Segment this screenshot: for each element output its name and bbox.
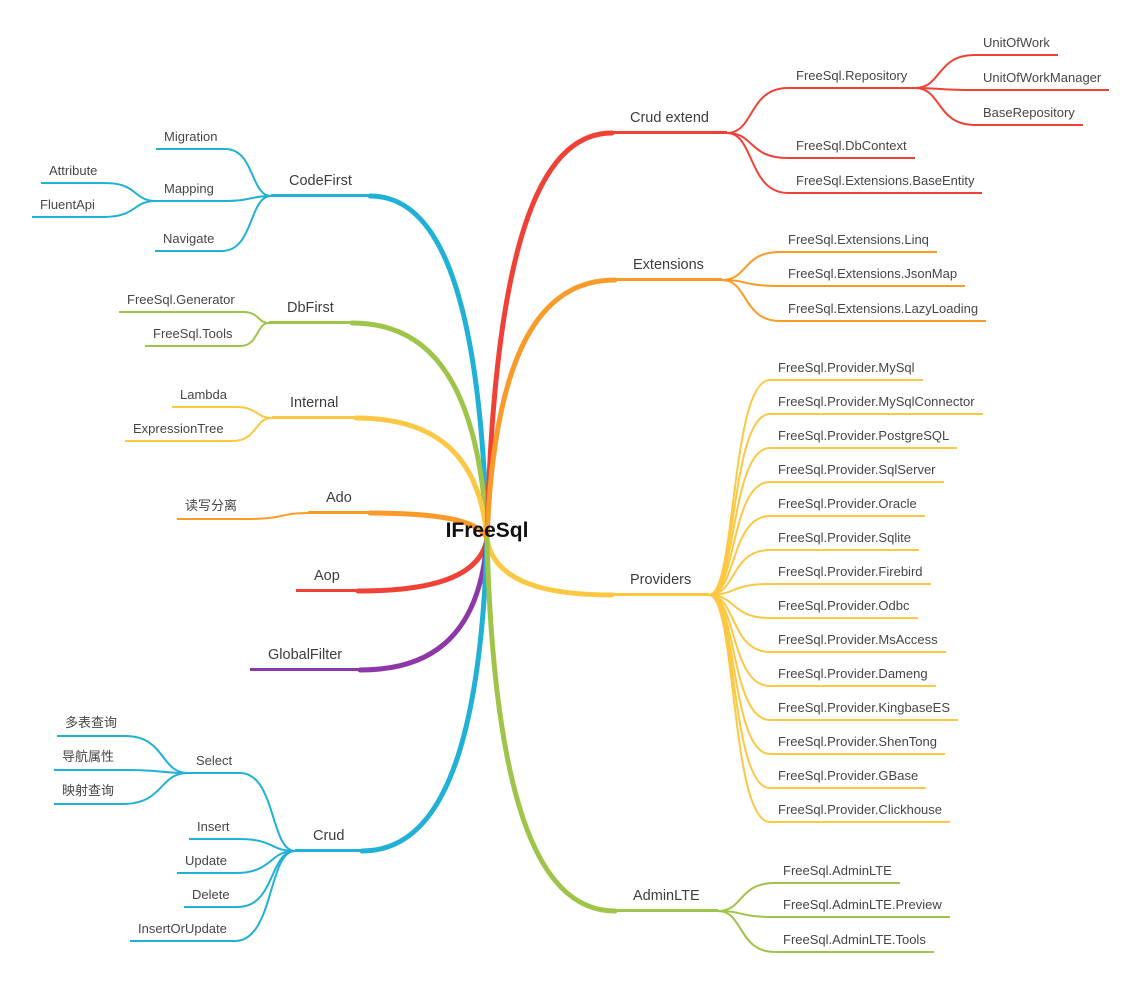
node-freesql-provider-kingbasees[interactable]: FreeSql.Provider.KingbaseES	[770, 698, 958, 721]
node-extensions[interactable]: Extensions	[615, 255, 722, 281]
node-freesql-adminlte-preview[interactable]: FreeSql.AdminLTE.Preview	[775, 895, 950, 918]
node-dbfirst[interactable]: DbFirst	[269, 298, 352, 324]
node-freesql-tools[interactable]: FreeSql.Tools	[145, 324, 241, 347]
node-映射查询[interactable]: 映射查询	[54, 778, 123, 805]
connector-edge	[353, 415, 490, 542]
node-freesql-dbcontext[interactable]: FreeSql.DbContext	[788, 136, 915, 159]
node-freesql-provider-msaccess[interactable]: FreeSql.Provider.MsAccess	[770, 630, 946, 653]
connector-edge	[355, 536, 490, 594]
connector-edge	[484, 130, 615, 542]
connector-edge	[484, 536, 618, 914]
connector-edge	[484, 277, 618, 542]
node-mapping[interactable]: Mapping	[156, 179, 222, 202]
node-adminlte[interactable]: AdminLTE	[615, 886, 718, 912]
node-freesql-adminlte[interactable]: FreeSql.AdminLTE	[775, 861, 900, 884]
connector-edge	[708, 549, 771, 596]
node-attribute[interactable]: Attribute	[41, 161, 106, 184]
node-aop[interactable]: Aop	[296, 566, 358, 592]
connector-edge	[234, 406, 273, 419]
node-freesql-provider-sqlserver[interactable]: FreeSql.Provider.SqlServer	[770, 460, 944, 483]
node-freesql-provider-postgresql[interactable]: FreeSql.Provider.PostgreSQL	[770, 426, 958, 449]
node-freesql-provider-firebird[interactable]: FreeSql.Provider.Firebird	[770, 562, 931, 585]
connector-edge	[121, 772, 189, 805]
node-freesql-provider-gbase[interactable]: FreeSql.Provider.GBase	[770, 766, 927, 789]
node-freesql-extensions-linq[interactable]: FreeSql.Extensions.Linq	[780, 230, 937, 253]
node-freesql-extensions-lazyloading[interactable]: FreeSql.Extensions.LazyLoading	[780, 299, 987, 322]
connector-edge	[102, 200, 157, 218]
node-navigate[interactable]: Navigate	[155, 229, 223, 252]
connector-edge	[234, 850, 296, 874]
connector-edge	[104, 182, 157, 202]
connector-edge	[242, 311, 270, 324]
connector-edge	[367, 510, 490, 542]
node-freesql-adminlte-tools[interactable]: FreeSql.AdminLTE.Tools	[775, 930, 934, 953]
root-node-ifreesql[interactable]: IFreeSql	[445, 519, 529, 542]
node-freesql-generator[interactable]: FreeSql.Generator	[119, 290, 243, 313]
connector-edge	[367, 193, 490, 542]
connector-edge	[708, 594, 771, 789]
node-freesql-provider-dameng[interactable]: FreeSql.Provider.Dameng	[770, 664, 936, 687]
node-update[interactable]: Update	[177, 851, 235, 874]
node-codefirst[interactable]: CodeFirst	[271, 171, 370, 197]
node-多表查询[interactable]: 多表查询	[57, 710, 126, 737]
connector-edge	[234, 850, 296, 942]
connector-edge	[914, 54, 976, 89]
connector-edge	[224, 148, 272, 197]
connector-edge	[914, 87, 976, 126]
node-baserepository[interactable]: BaseRepository	[975, 103, 1083, 126]
node-freesql-repository[interactable]: FreeSql.Repository	[788, 66, 916, 89]
node-freesql-provider-mysqlconnector[interactable]: FreeSql.Provider.MySqlConnector	[770, 392, 983, 415]
node-insertorupdate[interactable]: InsertOrUpdate	[130, 919, 235, 942]
node-fluentapi[interactable]: FluentApi	[32, 195, 103, 218]
connector-edge	[239, 772, 296, 852]
node-freesql-provider-clickhouse[interactable]: FreeSql.Provider.Clickhouse	[770, 800, 951, 823]
connector-edge	[237, 838, 296, 852]
node-globalfilter[interactable]: GlobalFilter	[250, 645, 361, 671]
connector-edge	[721, 279, 781, 322]
connector-edge	[708, 515, 771, 596]
node-读写分离[interactable]: 读写分离	[177, 493, 246, 520]
node-freesql-extensions-jsonmap[interactable]: FreeSql.Extensions.JsonMap	[780, 264, 966, 287]
connector-edge	[237, 850, 296, 908]
connector-edge	[484, 536, 615, 598]
connector-edge	[708, 481, 771, 596]
node-freesql-provider-oracle[interactable]: FreeSql.Provider.Oracle	[770, 494, 925, 517]
node-freesql-provider-mysql[interactable]: FreeSql.Provider.MySql	[770, 358, 923, 381]
node-crud[interactable]: Crud	[295, 826, 363, 852]
connector-edge	[708, 594, 771, 823]
connector-edge	[721, 251, 781, 281]
node-unitofwork[interactable]: UnitOfWork	[975, 33, 1058, 56]
connector-edge	[231, 417, 273, 442]
node-expressiontree[interactable]: ExpressionTree	[125, 419, 232, 442]
connector-edge	[717, 910, 776, 953]
connector-edge	[239, 322, 270, 347]
node-delete[interactable]: Delete	[184, 885, 238, 908]
node-freesql-provider-shentong[interactable]: FreeSql.Provider.ShenTong	[770, 732, 945, 755]
connector-edge	[359, 536, 490, 854]
node-freesql-extensions-baseentity[interactable]: FreeSql.Extensions.BaseEntity	[788, 171, 983, 194]
connector-edge	[708, 413, 771, 596]
connector-edge	[244, 512, 309, 520]
connector-edge	[726, 132, 789, 194]
node-migration[interactable]: Migration	[156, 127, 226, 150]
connector-edge	[717, 882, 776, 912]
node-导航属性[interactable]: 导航属性	[54, 744, 123, 771]
node-unitofworkmanager[interactable]: UnitOfWorkManager	[975, 68, 1110, 91]
node-crud-extend[interactable]: Crud extend	[612, 108, 727, 134]
connector-edge	[124, 735, 189, 774]
node-freesql-provider-odbc[interactable]: FreeSql.Provider.Odbc	[770, 596, 918, 619]
connector-edge	[221, 195, 272, 252]
node-freesql-provider-sqlite[interactable]: FreeSql.Provider.Sqlite	[770, 528, 919, 551]
connector-edge	[357, 536, 490, 673]
node-ado[interactable]: Ado	[308, 488, 370, 514]
node-internal[interactable]: Internal	[272, 393, 357, 419]
connector-edge	[708, 379, 771, 596]
node-select[interactable]: Select	[188, 751, 241, 774]
node-lambda[interactable]: Lambda	[172, 385, 235, 408]
node-insert[interactable]: Insert	[189, 817, 238, 840]
connector-edge	[349, 320, 490, 542]
connector-edge	[726, 87, 789, 134]
node-providers[interactable]: Providers	[612, 570, 710, 596]
